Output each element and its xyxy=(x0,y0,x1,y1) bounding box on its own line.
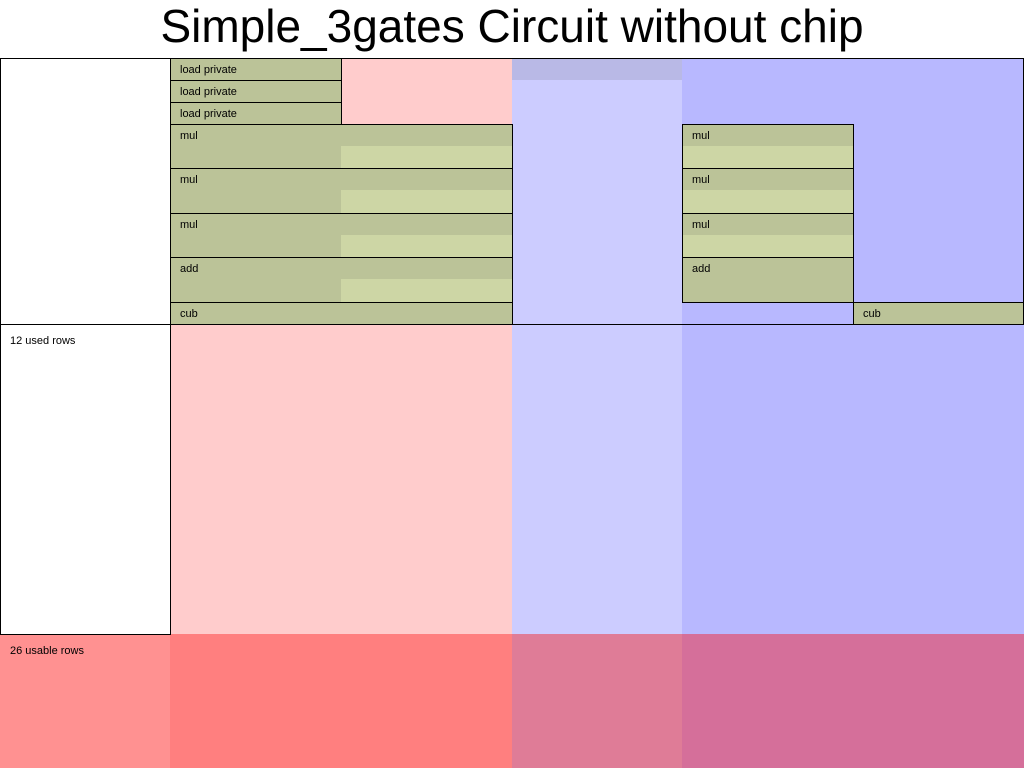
region-assignment xyxy=(341,190,512,213)
region-assignment xyxy=(341,235,512,257)
region-fill xyxy=(682,257,854,303)
region-add: add xyxy=(682,257,854,303)
usable-rows-label: 26 usable rows xyxy=(10,645,84,657)
region-assignment xyxy=(682,146,853,168)
diagram-title: Simple_3gates Circuit without chip xyxy=(160,0,864,52)
used-rows-frame xyxy=(0,58,1024,325)
circuit-layout: load private load private load private m… xyxy=(0,58,1024,768)
advice-column-unusable xyxy=(512,634,682,768)
region-assignment xyxy=(341,146,512,168)
usable-rows-frame xyxy=(0,324,171,635)
label-column-unusable xyxy=(0,634,170,768)
fixed-column-unusable xyxy=(170,634,512,768)
instance-column-unusable xyxy=(682,634,1024,768)
advice-column xyxy=(512,58,682,634)
used-rows-label: 12 used rows xyxy=(10,335,76,347)
region-assignment xyxy=(682,190,853,213)
region-assignment xyxy=(682,235,853,257)
region-assignment xyxy=(341,279,512,302)
selector-header xyxy=(512,58,682,80)
